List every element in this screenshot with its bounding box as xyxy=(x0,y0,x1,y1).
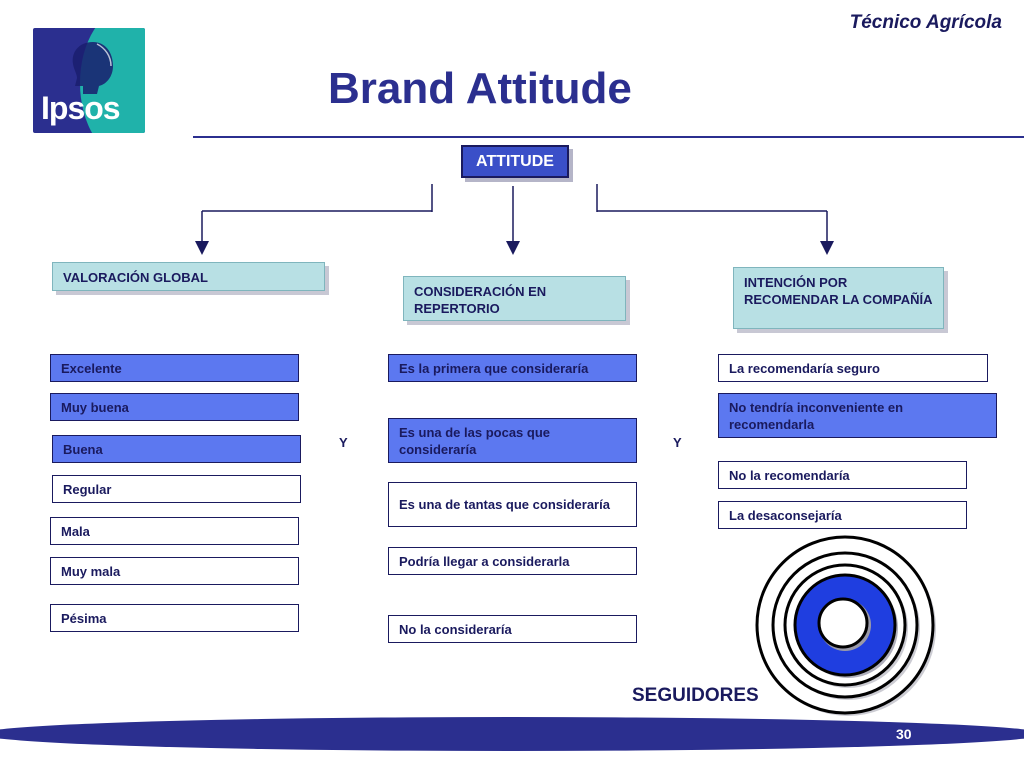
footer-band xyxy=(0,717,1024,751)
page-title: Brand Attitude xyxy=(328,64,632,113)
arrow-down-icon xyxy=(506,241,520,255)
option-muy-buena: Muy buena xyxy=(50,393,299,421)
option-mala: Mala xyxy=(50,517,299,545)
logo-head-icon xyxy=(72,42,113,94)
arrow-down-icon xyxy=(820,241,834,255)
option-podria-llegar: Podría llegar a considerarla xyxy=(388,547,637,575)
option-buena: Buena xyxy=(52,435,301,463)
category-consideracion: CONSIDERACIÓN EN REPERTORIO xyxy=(403,276,626,321)
arrow-down-icon xyxy=(195,241,209,255)
option-una-de-las-pocas: Es una de las pocas que consideraría xyxy=(388,418,637,463)
option-no-tendria-inconveniente: No tendría inconveniente en recomendarla xyxy=(718,393,997,438)
option-primera-consideraria: Es la primera que consideraría xyxy=(388,354,637,382)
option-no-la-consideraria: No la consideraría xyxy=(388,615,637,643)
page-number: 30 xyxy=(896,726,912,742)
option-recomendaria-seguro: La recomendaría seguro xyxy=(718,354,988,382)
target-rings-icon xyxy=(755,535,936,716)
seguidores-label: SEGUIDORES xyxy=(632,685,759,706)
ipsos-logo: Ipsos xyxy=(33,28,145,133)
option-no-la-recomendaria: No la recomendaría xyxy=(718,461,967,489)
option-la-desaconsejaria: La desaconsejaría xyxy=(718,501,967,529)
option-excelente: Excelente xyxy=(50,354,299,382)
title-divider xyxy=(193,136,1024,138)
category-valoracion-global: VALORACIÓN GLOBAL xyxy=(52,262,325,291)
logo-text: Ipsos xyxy=(41,90,121,126)
option-una-de-tantas: Es una de tantas que consideraría xyxy=(388,482,637,527)
option-pesima: Pésima xyxy=(50,604,299,632)
option-muy-mala: Muy mala xyxy=(50,557,299,585)
category-intencion-recomendar: INTENCIÓN POR RECOMENDAR LA COMPAÑÍA xyxy=(733,267,944,329)
y-connector-label: Y xyxy=(673,435,682,450)
brand-label: Técnico Agrícola xyxy=(849,12,1002,33)
y-connector-label: Y xyxy=(339,435,348,450)
attitude-root-box: ATTITUDE xyxy=(461,145,569,178)
option-regular: Regular xyxy=(52,475,301,503)
